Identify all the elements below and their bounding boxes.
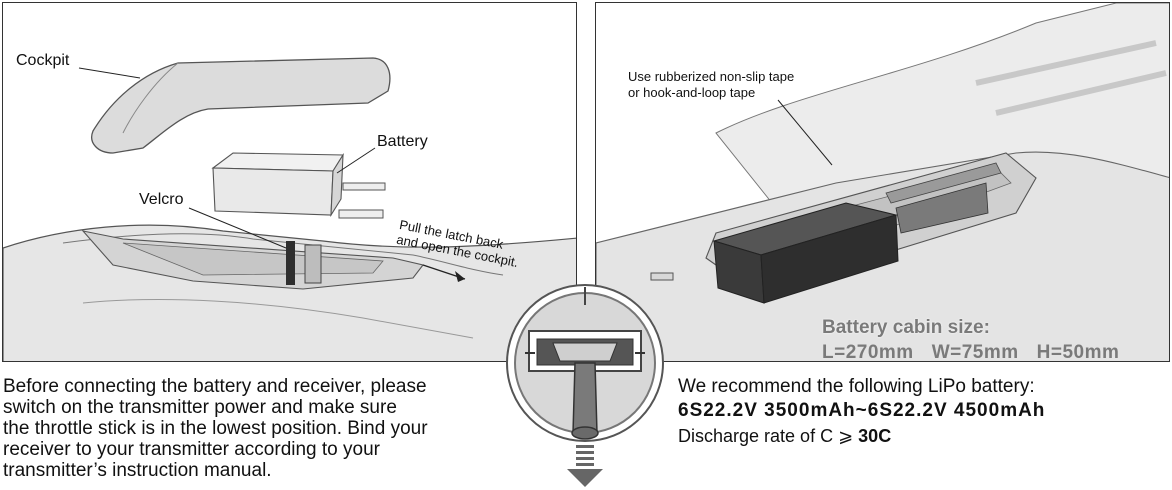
cabin-width: W=75mm <box>931 342 1019 362</box>
cockpit-label: Cockpit <box>16 52 70 69</box>
cabin-length: L=270mm <box>822 342 914 362</box>
instructions-line4: receiver to your transmitter according t… <box>3 439 380 460</box>
instructions-line5: transmitter’s instruction manual. <box>3 460 272 481</box>
velcro-label: Velcro <box>139 191 184 208</box>
cabin-size-title: Battery cabin size: <box>822 317 990 338</box>
cabin-height: H=50mm <box>1036 342 1120 362</box>
battery-bay-illustration: Use rubberized non-slip tape or hook-and… <box>595 2 1170 362</box>
discharge-rate-label: Discharge rate of C ⩾ <box>678 426 854 446</box>
battery-bay-drawing <box>596 3 1169 361</box>
battery-label: Battery <box>377 133 428 150</box>
tape-note-line1: Use rubberized non-slip tape <box>628 69 795 84</box>
pre-connection-instructions: Before connecting the battery and receiv… <box>3 376 523 481</box>
jet-fuselage-drawing <box>3 57 576 361</box>
tape-note: Use rubberized non-slip tape or hook-and… <box>628 69 794 101</box>
cabin-dimensions: L=270mm W=75mm H=50mm <box>822 342 1137 362</box>
battery-spec: 6S22.2V 3500mAh~6S22.2V 4500mAh <box>678 400 1046 421</box>
discharge-rate-value: 30C <box>858 426 892 446</box>
cockpit-removal-illustration: Cockpit Battery Velcro Pull the latch ba… <box>2 2 577 362</box>
recommendation-heading: We recommend the following LiPo battery: <box>678 376 1035 397</box>
throttle-stick-down-icon <box>506 284 664 487</box>
arrow-down-icon <box>567 469 603 487</box>
instructions-line1: Before connecting the battery and receiv… <box>3 376 427 397</box>
discharge-rate: Discharge rate of C ⩾ 30C <box>678 424 1045 448</box>
tape-note-line2: or hook-and-loop tape <box>628 85 756 100</box>
instructions-line2: switch on the transmitter power and make… <box>3 397 397 418</box>
battery-recommendation: We recommend the following LiPo battery:… <box>678 376 1045 448</box>
instructions-line3: the throttle stick is in the lowest posi… <box>3 418 428 439</box>
